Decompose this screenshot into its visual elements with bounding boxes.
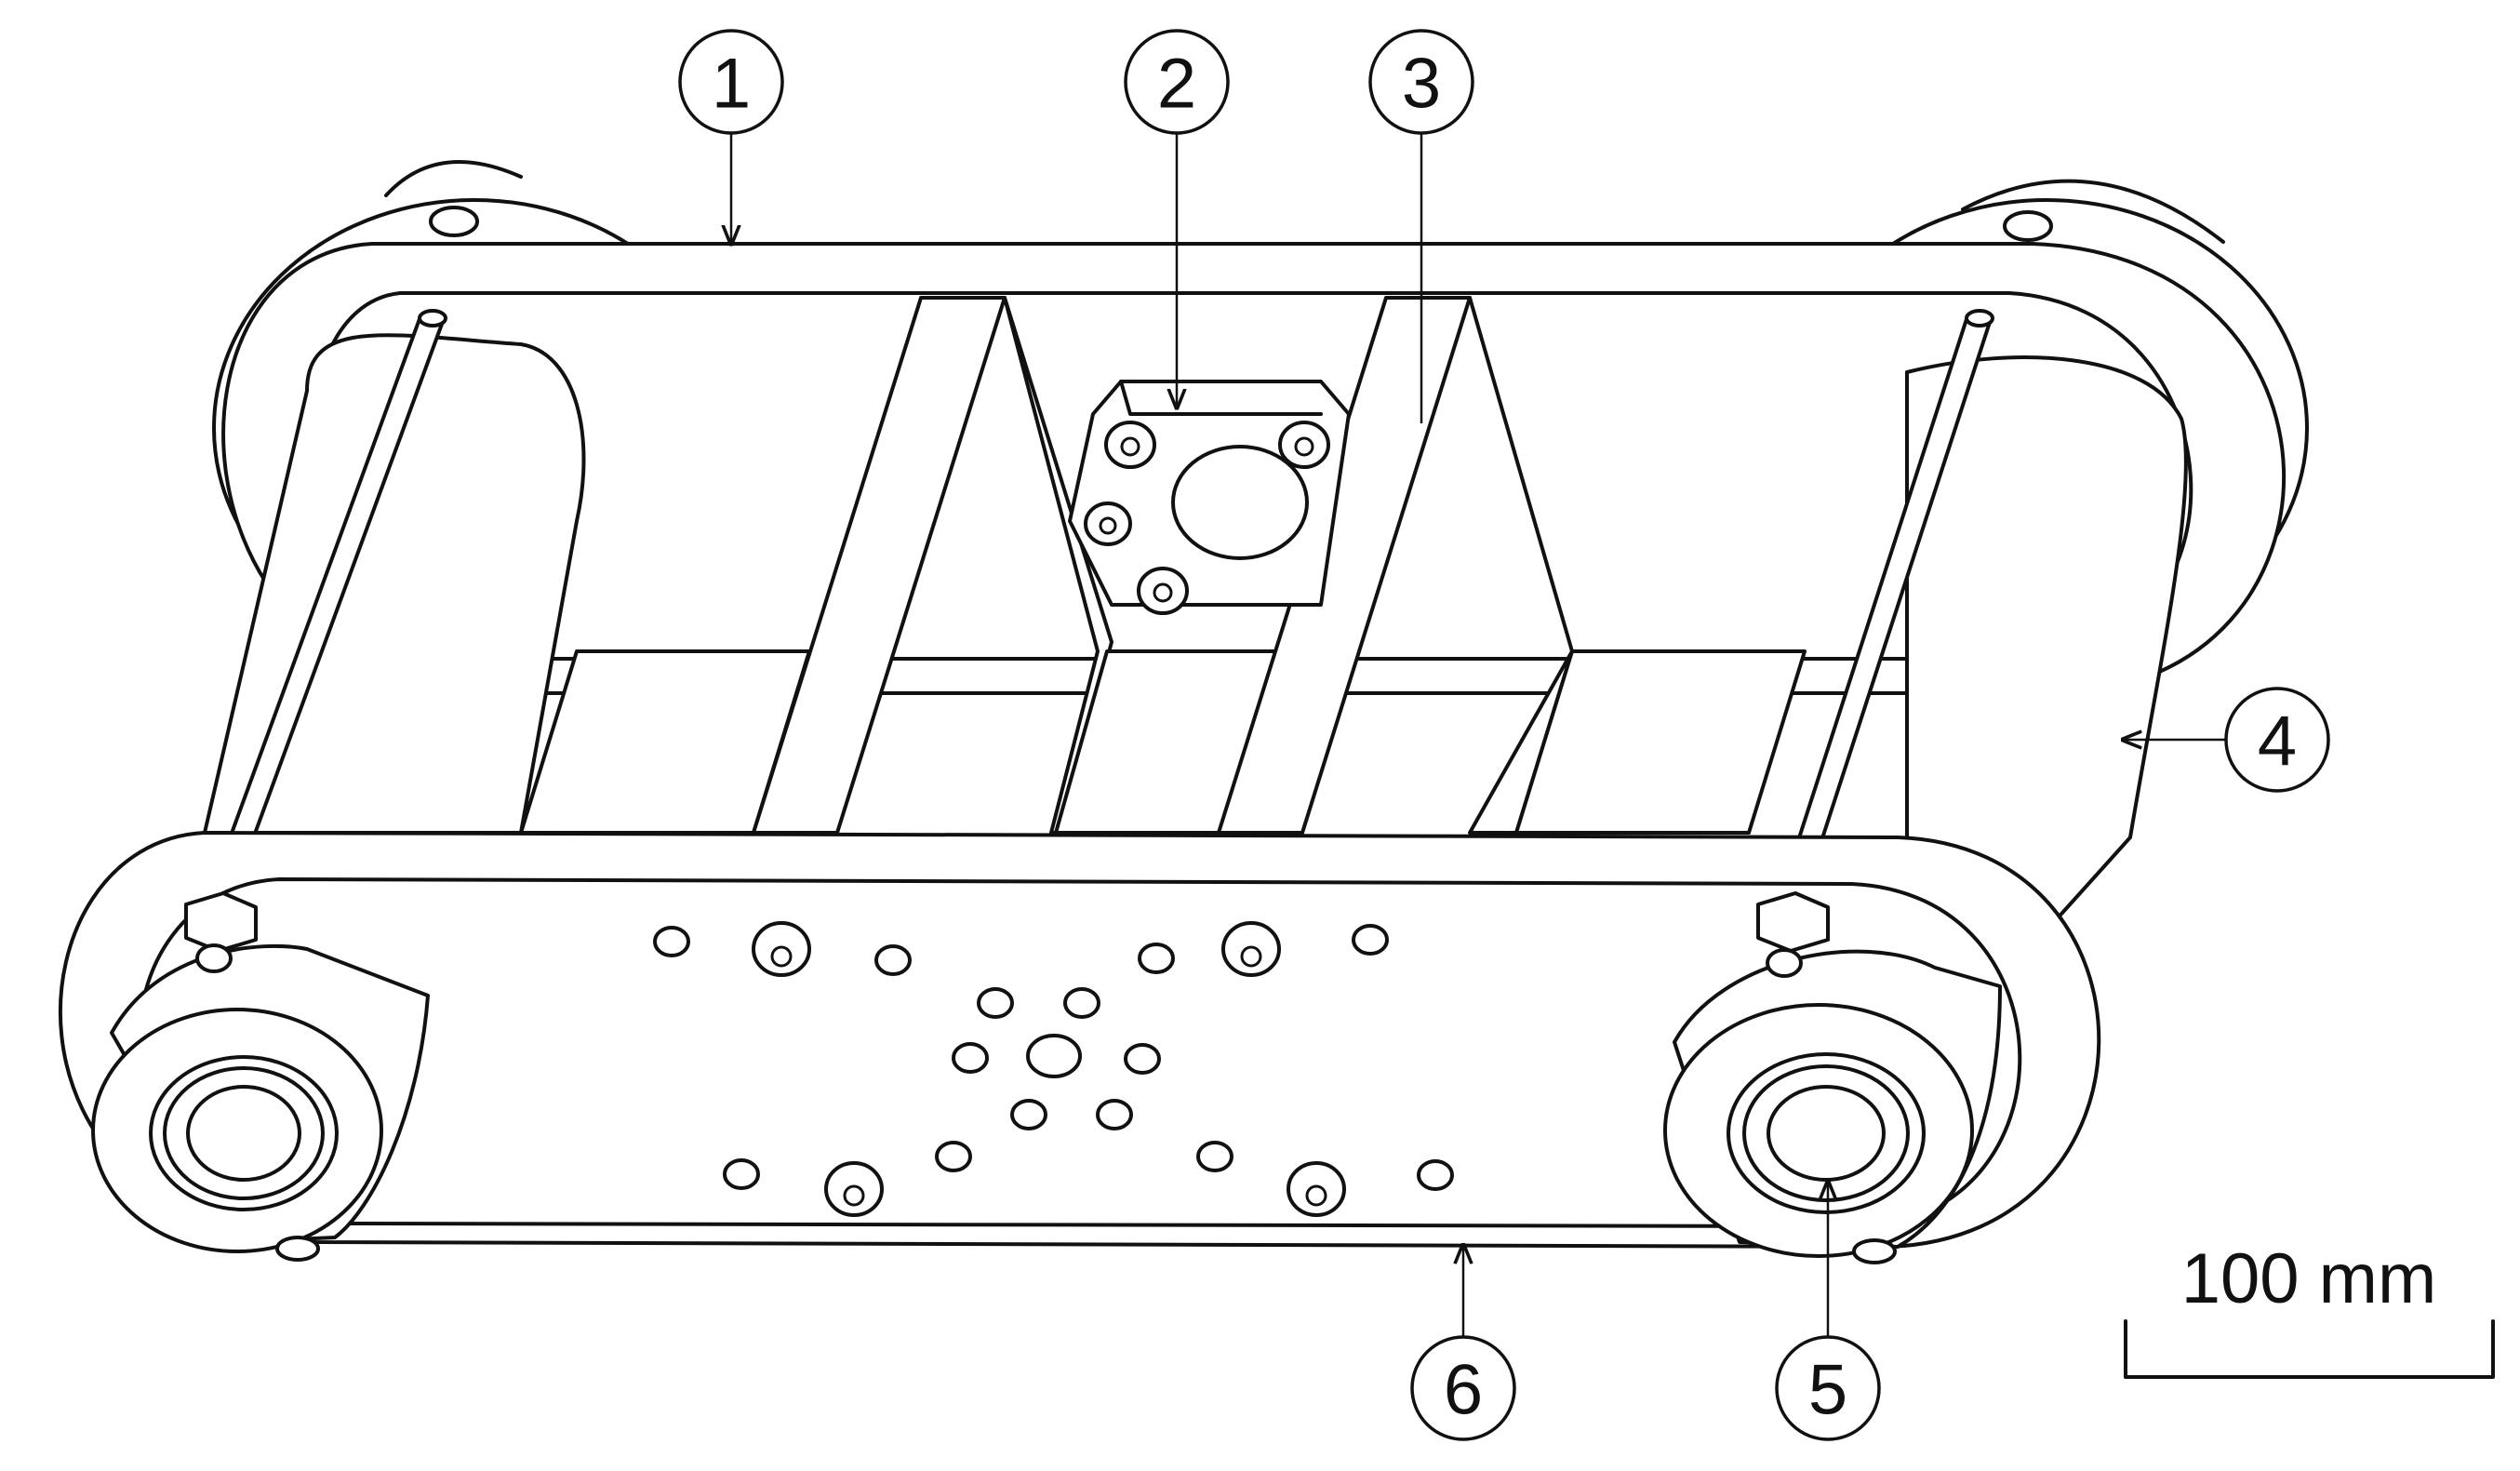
callout-6-label: 6: [1444, 1351, 1483, 1430]
right-roller-drum: [1905, 355, 2188, 932]
front-assembly: [58, 831, 2101, 1264]
right-bearing-housing: [1663, 949, 2002, 1258]
callout-1-label: 1: [712, 45, 751, 124]
callout-5-label: 5: [1808, 1351, 1847, 1430]
plate-holes: [653, 924, 1454, 1191]
hex-nuts: [184, 891, 1897, 1264]
left-bearing-housing: [91, 943, 430, 1253]
back-assembly: [203, 160, 2309, 932]
callout-2-label: 2: [1157, 45, 1196, 124]
frame-webs: [519, 296, 1807, 835]
callout-3-label: 3: [1402, 45, 1441, 124]
scale-bar-label: 100 mm: [2181, 1239, 2437, 1318]
sensor-mount-plate: [1068, 380, 1351, 615]
callout-4: 4: [2123, 687, 2330, 793]
tie-rods: [203, 309, 1994, 909]
callout-3: 3: [1368, 29, 1474, 423]
callout-1: 1: [678, 29, 784, 244]
scale-bar: 100 mm: [2124, 1239, 2495, 1379]
callout-2: 2: [1124, 29, 1230, 408]
callout-5: 5: [1775, 1182, 1881, 1441]
callout-6: 6: [1410, 1245, 1516, 1441]
callout-4-label: 4: [2258, 702, 2297, 782]
front-bolts: [752, 921, 1346, 1217]
